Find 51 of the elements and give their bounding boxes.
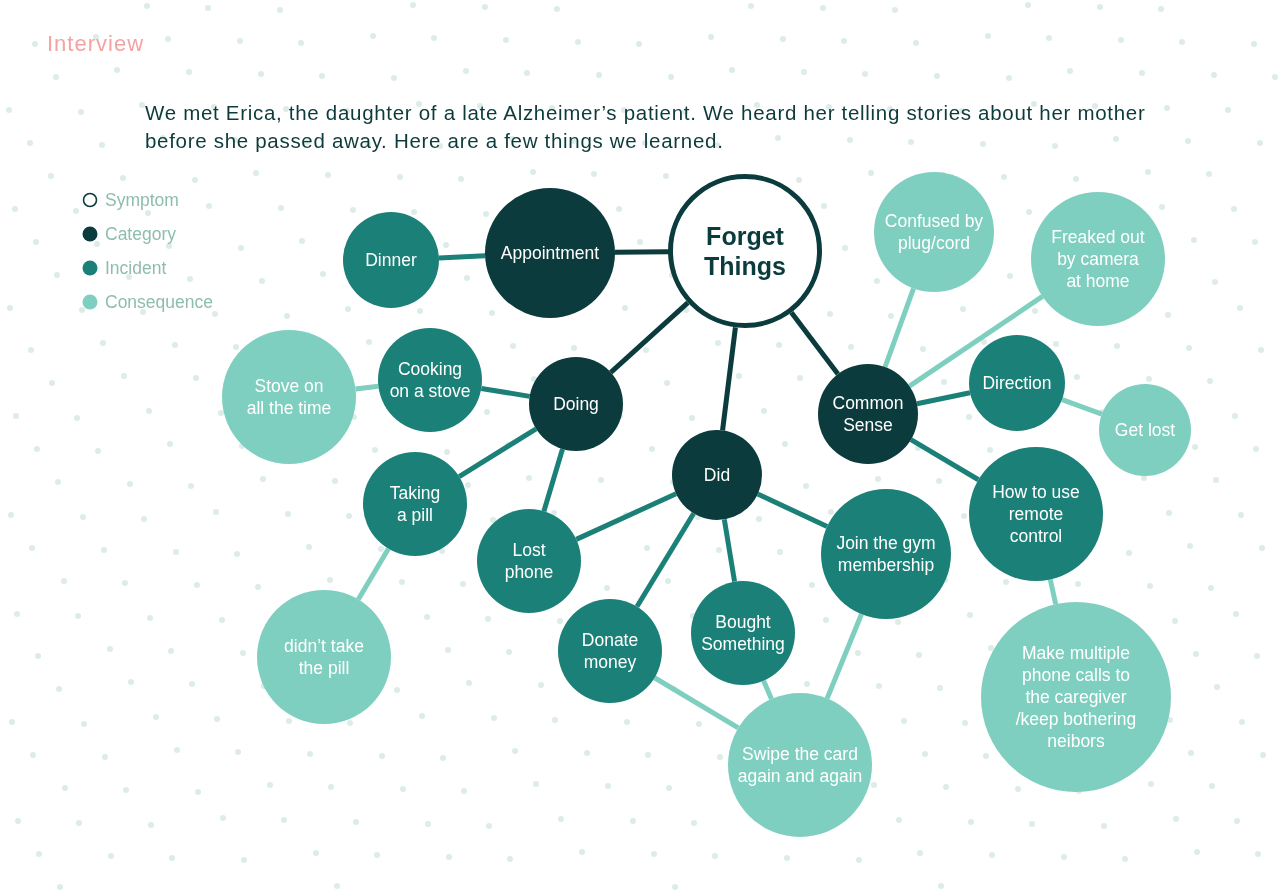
connector-line — [1061, 397, 1103, 417]
node-label: How to use remote control — [991, 481, 1081, 547]
node-label: Doing — [552, 393, 600, 415]
connector-line — [761, 679, 774, 700]
connector-line — [909, 437, 980, 482]
legend-label: Symptom — [105, 189, 179, 211]
node-label: Direction — [981, 372, 1053, 394]
connector-line — [908, 294, 1044, 389]
connector-line — [720, 327, 738, 431]
connector-line — [457, 426, 538, 479]
node-label: Join the gym membership — [835, 532, 937, 576]
connector-line — [575, 491, 678, 542]
node-label: Bought Something — [700, 611, 786, 655]
connector-line — [756, 491, 829, 529]
node-label: Stove on all the time — [245, 375, 333, 419]
connector-line — [355, 383, 379, 392]
connector-line — [916, 390, 971, 407]
legend-label: Consequence — [105, 291, 213, 313]
legend-label: Category — [105, 223, 176, 245]
node-label: Lost phone — [503, 539, 555, 583]
node-label: Get lost — [1113, 419, 1177, 441]
intro-paragraph: We met Erica, the daughter of a late Alzheimer’s patient. We heard her telling stories about her mother before she passed away. Here are a few things we learned. — [145, 100, 1147, 154]
connector-line — [1047, 578, 1059, 605]
connector-line — [824, 613, 864, 700]
connector-line — [789, 310, 840, 376]
connector-line — [614, 249, 669, 255]
node-label: Donate money — [580, 629, 640, 673]
page-title: Interview — [47, 31, 145, 57]
connector-line — [609, 300, 690, 375]
node-label: Forget Things — [703, 221, 787, 281]
node-label: Dinner — [364, 249, 418, 271]
connector-line — [653, 675, 740, 731]
node-label: Taking a pill — [388, 482, 442, 526]
node-label: Common Sense — [831, 392, 905, 436]
node-label: Confused by plug/cord — [883, 210, 985, 254]
connector-line — [882, 287, 916, 368]
connector-line — [541, 448, 565, 512]
connector-line — [438, 253, 486, 261]
connector-line — [356, 547, 391, 601]
connector-line — [721, 519, 738, 583]
legend-label: Incident — [105, 257, 167, 279]
node-label: didn’t take the pill — [283, 635, 365, 679]
connector-line — [634, 512, 696, 608]
node-label: Cooking on a stove — [388, 358, 472, 402]
node-label: Make multiple phone calls to the caregiver /keep bothering neibors — [1014, 642, 1138, 752]
incident-circle — [363, 452, 467, 556]
node-label: Did — [702, 464, 732, 486]
node-label: Freaked out by camera at home — [1050, 226, 1146, 292]
connector-line — [480, 385, 531, 399]
node-label: Swipe the card again and again — [736, 743, 864, 787]
node-label: Appointment — [499, 242, 601, 264]
